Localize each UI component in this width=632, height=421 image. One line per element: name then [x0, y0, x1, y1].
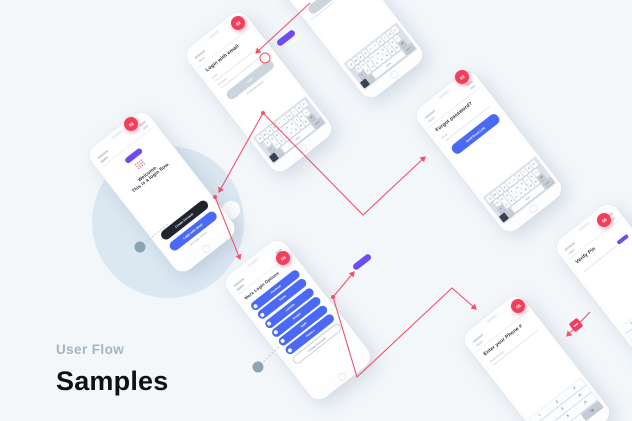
pin-autofill-chip[interactable] — [615, 233, 629, 246]
numeric-keypad: 12ABC3DEF4GHI5JKL6MNO7PQRS8TUV9WXYZ0⌫ — [527, 377, 605, 421]
screen-verify-pin: ‹ Back Verify Pin 12ABC3DEF4GHI5JKL6MNO7… — [560, 209, 632, 357]
status-bar — [93, 117, 148, 161]
connector-verify-to-enter-phone — [566, 311, 591, 337]
phone-enter-phone: ‹ Back Enter your Phone # Phone Number 1… — [459, 291, 615, 421]
caption-eyebrow: User Flow — [56, 342, 125, 357]
phone-login-email: ‹ Back Login with email Email Password L… — [181, 7, 337, 177]
screen-login-email: ‹ Back Login with email Email Password L… — [190, 17, 327, 165]
purple-pill-marker — [353, 254, 371, 270]
purple-pill-marker — [277, 30, 295, 46]
phone-forgot-password: ‹ Back Forgot password? Email Send Reset… — [411, 67, 567, 237]
caption: User Flow Samples — [56, 342, 168, 397]
connector-more-options-to-label — [332, 271, 355, 298]
annotation-dot — [252, 361, 264, 373]
screen-forgot-password: ‹ Back Forgot password? Email Send Reset… — [420, 77, 557, 225]
numeric-keypad: 12ABC3DEF4GHI5JKL6MNO7PQRS8TUV9WXYZ0⌫ — [619, 285, 632, 357]
caption-title: Samples — [56, 366, 169, 396]
decision-diamond — [569, 318, 583, 332]
diamond-mark — [573, 322, 579, 327]
phone-verify-pin: ‹ Back Verify Pin 12ABC3DEF4GHI5JKL6MNO7… — [551, 199, 632, 369]
connector-node — [331, 295, 335, 299]
welcome-title: Welcome, This is a login flow. — [131, 162, 172, 195]
